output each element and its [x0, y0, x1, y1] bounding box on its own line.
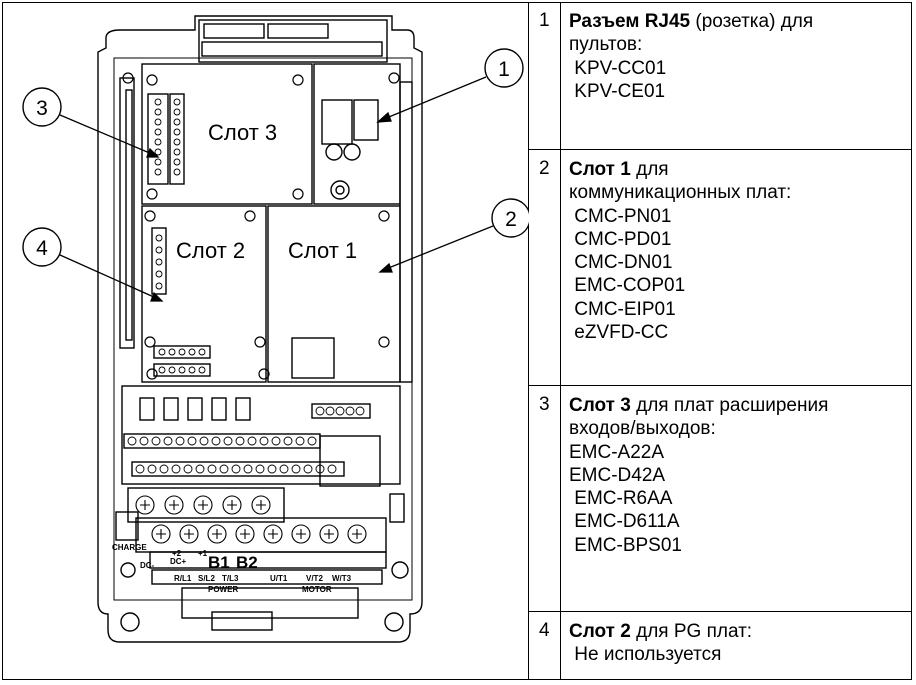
- row-line: CMC-EIP01: [569, 298, 906, 321]
- row-title: Слот 2: [569, 621, 631, 642]
- row-title-rest: (розетка) для: [690, 11, 813, 32]
- row-line: входов/выходов:: [569, 417, 906, 440]
- row-description: Разъем RJ45 (розетка) для пультов: KPV-C…: [569, 10, 906, 103]
- slot3-label: Слот 3: [208, 120, 277, 145]
- table-row-3: 3 Слот 3 для плат расширения входов/выхо…: [529, 386, 912, 612]
- dc-minus-label: DC-: [140, 561, 155, 570]
- row-line: KPV-CC01: [569, 57, 906, 80]
- row-line: CMC-PD01: [569, 228, 906, 251]
- terminal-b1-label: B1: [208, 553, 230, 572]
- row-number: 1: [529, 2, 561, 149]
- row-line: eZVFD-CC: [569, 321, 906, 344]
- row-title: Разъем RJ45: [569, 11, 690, 32]
- power-label: POWER: [208, 585, 238, 594]
- row-line: CMC-DN01: [569, 251, 906, 274]
- terminal-u-label: U/T1: [270, 574, 288, 583]
- dc-plus-label: DC+: [170, 557, 187, 566]
- row-line: CMC-PN01: [569, 205, 906, 228]
- row-line: EMC-A22A: [569, 441, 906, 464]
- row-title: Слот 1: [569, 159, 631, 180]
- row-line: коммуникационных плат:: [569, 181, 906, 204]
- row-title-rest: для PG плат:: [631, 621, 752, 642]
- row-line: EMC-D611A: [569, 510, 906, 533]
- terminal-t-label: T/L3: [222, 574, 239, 583]
- table-row-2: 2 Слот 1 для коммуникационных плат: CMC-…: [529, 150, 912, 386]
- callout-2-number: 2: [505, 208, 517, 231]
- row-line: пультов:: [569, 33, 906, 56]
- slot-description-table: 1 Разъем RJ45 (розетка) для пультов: KPV…: [529, 2, 912, 680]
- callout-4-number: 4: [36, 237, 48, 260]
- terminal-w-label: W/T3: [332, 574, 352, 583]
- terminal-v-label: V/T2: [306, 574, 323, 583]
- plus2-label: +2: [172, 549, 182, 558]
- row-line: Не используется: [569, 643, 906, 666]
- terminal-r-label: R/L1: [174, 574, 192, 583]
- row-line: KPV-CE01: [569, 80, 906, 103]
- callout-3-number: 3: [36, 97, 48, 120]
- table-row-4: 4 Слот 2 для PG плат: Не используется: [529, 612, 912, 680]
- terminal-b2-label: B2: [236, 553, 258, 572]
- row-title: Слот 3: [569, 395, 631, 416]
- charge-label: CHARGE: [112, 543, 147, 552]
- row-number: 3: [529, 386, 561, 611]
- row-line: EMC-R6AA: [569, 487, 906, 510]
- motor-label: MOTOR: [302, 585, 332, 594]
- row-description: Слот 2 для PG плат: Не используется: [569, 620, 906, 667]
- row-description: Слот 1 для коммуникационных плат: CMC-PN…: [569, 158, 906, 344]
- row-number: 4: [529, 612, 561, 680]
- drive-drawing: 1 2 3 4 Слот 3 Слот 2 Слот 1 B1 B2 DC- D…: [2, 2, 529, 680]
- row-number: 2: [529, 150, 561, 385]
- row-title-rest: для: [631, 159, 669, 180]
- row-line: EMC-COP01: [569, 274, 906, 297]
- row-line: EMC-BPS01: [569, 534, 906, 557]
- table-row-1: 1 Разъем RJ45 (розетка) для пультов: KPV…: [529, 2, 912, 150]
- row-title-rest: для плат расширения: [631, 395, 829, 416]
- callout-1-number: 1: [498, 58, 510, 81]
- terminal-s-label: S/L2: [198, 574, 215, 583]
- slot2-label: Слот 2: [176, 238, 245, 263]
- drive-figure-cell: 1 2 3 4 Слот 3 Слот 2 Слот 1 B1 B2 DC- D…: [2, 2, 529, 680]
- plus1-label: +1: [198, 549, 208, 558]
- row-description: Слот 3 для плат расширения входов/выходо…: [569, 394, 906, 557]
- slot1-label: Слот 1: [288, 238, 357, 263]
- row-line: EMC-D42A: [569, 464, 906, 487]
